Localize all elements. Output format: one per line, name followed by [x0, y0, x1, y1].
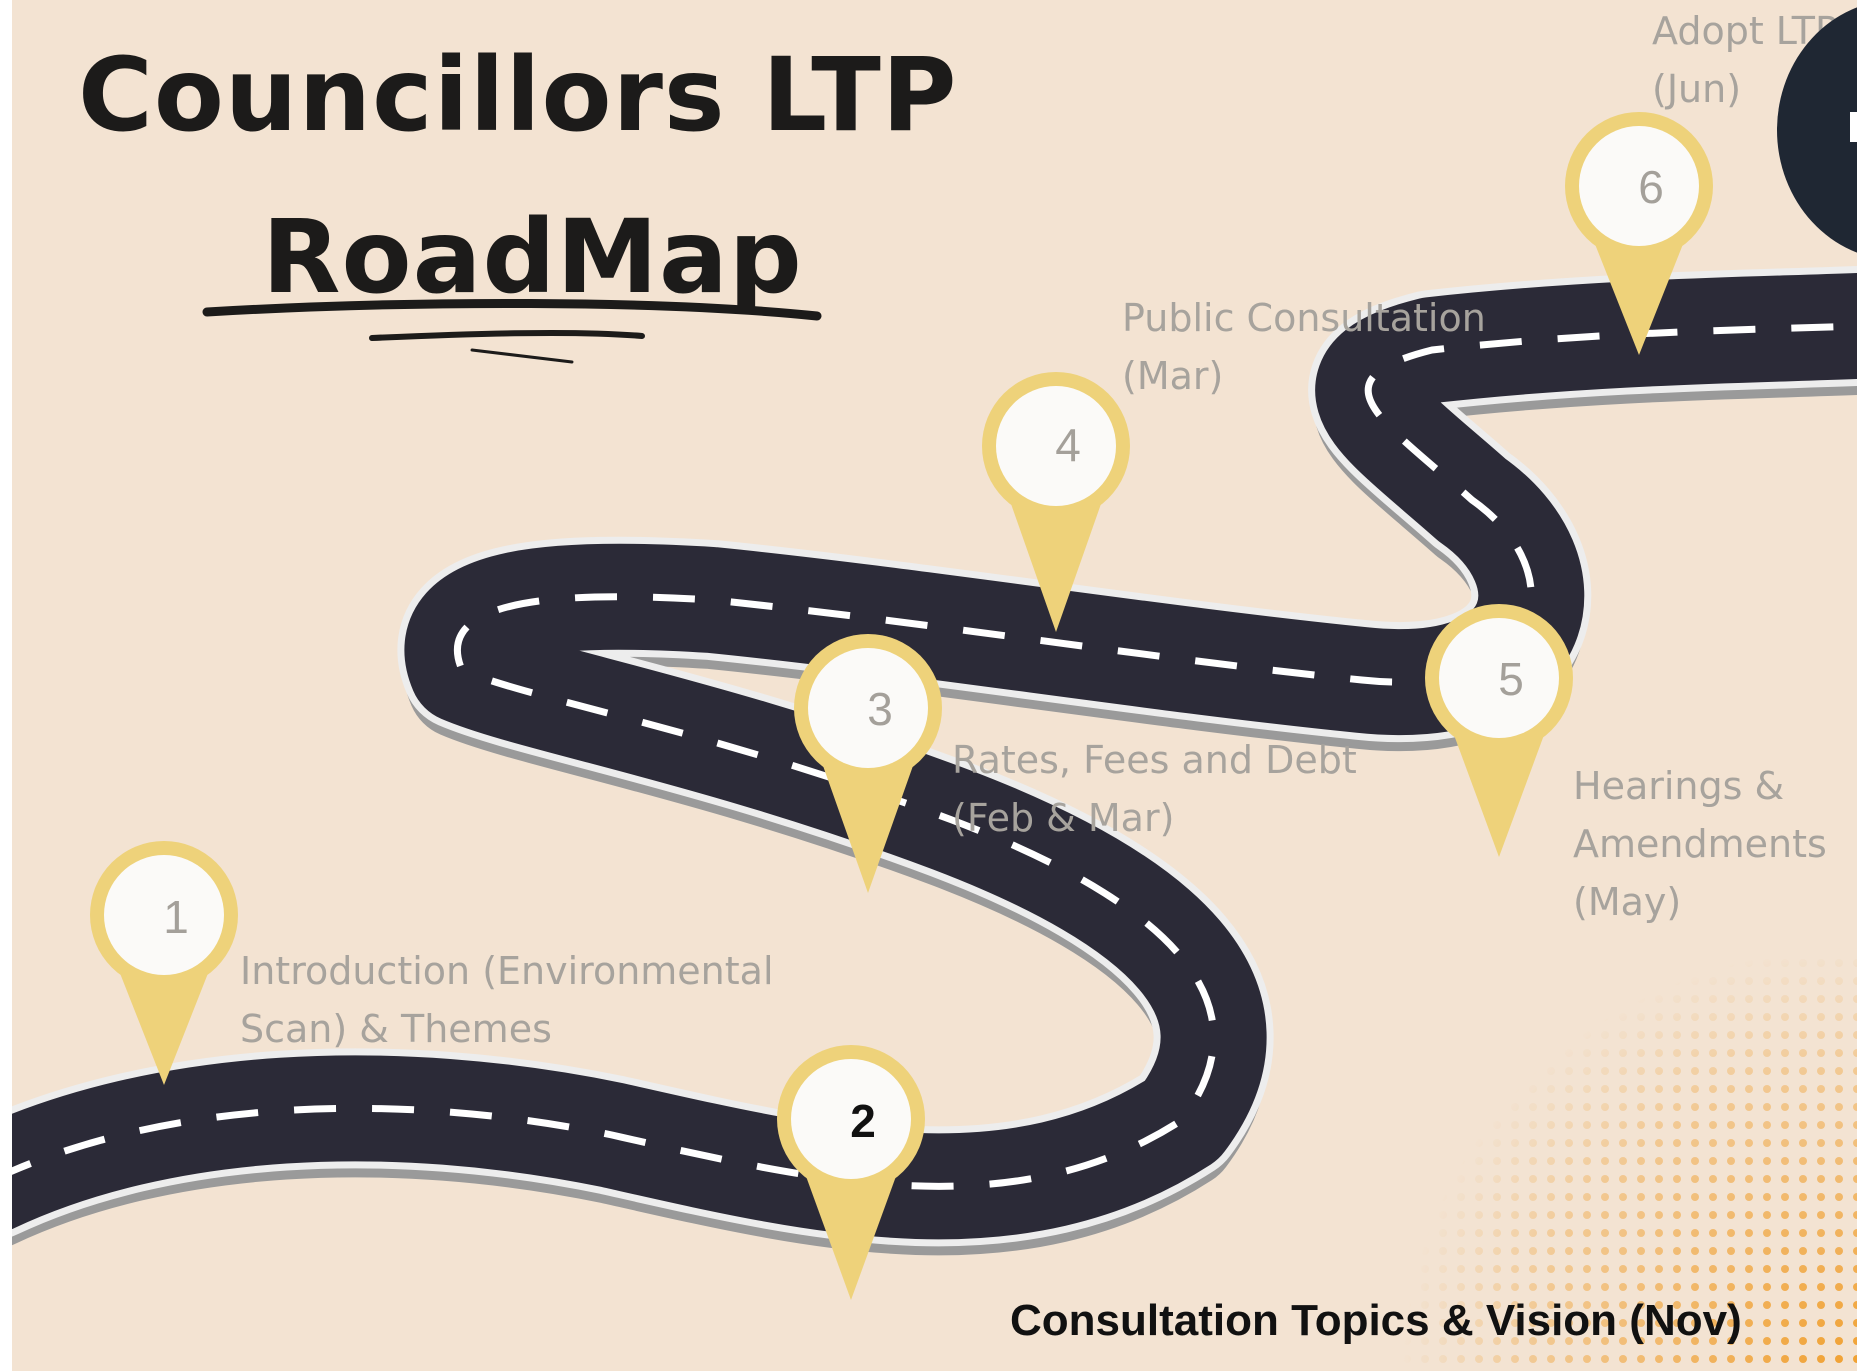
milestone-pin [982, 372, 1130, 632]
milestone-1-label-line: Introduction (Environmental [240, 949, 774, 993]
milestone-2-label: Consultation Topics & Vision (Nov) [1010, 1292, 1742, 1350]
milestone-pin [1565, 112, 1713, 355]
milestone-3-label-line: (Feb & Mar) [952, 796, 1175, 840]
milestone-1-number: 1 [163, 891, 189, 943]
milestone-3-number: 3 [867, 683, 893, 735]
milestone-4-label-line: Public Consultation [1122, 296, 1486, 340]
milestone-4-label: Public Consultation (Mar) [1122, 289, 1486, 405]
milestone-4-number: 4 [1055, 419, 1081, 471]
halftone-dots [1352, 900, 1857, 1371]
pin-face [808, 648, 928, 768]
road-illustration [12, 112, 1857, 1371]
pin-face [104, 855, 224, 975]
pin-tail [816, 746, 920, 893]
pin-face [791, 1059, 911, 1179]
pin-face [1579, 126, 1699, 246]
pin-face [996, 386, 1116, 506]
milestone-5-label-line: Amendments [1573, 822, 1827, 866]
milestone-6-label-line: (Jun) [1652, 67, 1742, 111]
roadmap-canvas: Councillors LTP RoadMap 1 2 3 4 5 6 Intr… [12, 0, 1857, 1371]
pin-tail [1447, 716, 1551, 857]
milestone-1-label: Introduction (Environmental Scan) & Them… [240, 942, 774, 1058]
pin-tail [112, 953, 216, 1085]
milestone-pin [777, 1045, 925, 1300]
milestone-pin [1425, 604, 1573, 857]
pin-face [1439, 618, 1559, 738]
milestone-6-number: 6 [1638, 161, 1664, 213]
milestone-5-label-line: (May) [1573, 880, 1682, 924]
milestone-pin [794, 634, 942, 893]
milestone-5-label-line: Hearings & [1573, 764, 1785, 808]
milestone-4-label-line: (Mar) [1122, 354, 1224, 398]
milestone-pins [90, 112, 1713, 1300]
corner-badge-glyph [1850, 112, 1857, 142]
milestone-3-label-line: Rates, Fees and Debt [952, 738, 1357, 782]
milestone-1-label-line: Scan) & Themes [240, 1007, 552, 1051]
pin-tail [799, 1157, 903, 1300]
milestone-2-number: 2 [850, 1095, 876, 1147]
milestone-2-label-line: Consultation Topics & Vision (Nov) [1010, 1296, 1742, 1345]
milestone-3-label: Rates, Fees and Debt (Feb & Mar) [952, 731, 1357, 847]
pin-tail [1004, 484, 1108, 632]
title-underline [202, 298, 822, 364]
milestone-5-label: Hearings & Amendments (May) [1573, 757, 1827, 931]
milestone-pin [90, 841, 238, 1085]
page-title-line-2: RoadMap [262, 198, 803, 317]
pin-tail [1587, 224, 1691, 355]
milestone-5-number: 5 [1498, 653, 1524, 705]
page-title-line-1: Councillors LTP [78, 36, 958, 155]
